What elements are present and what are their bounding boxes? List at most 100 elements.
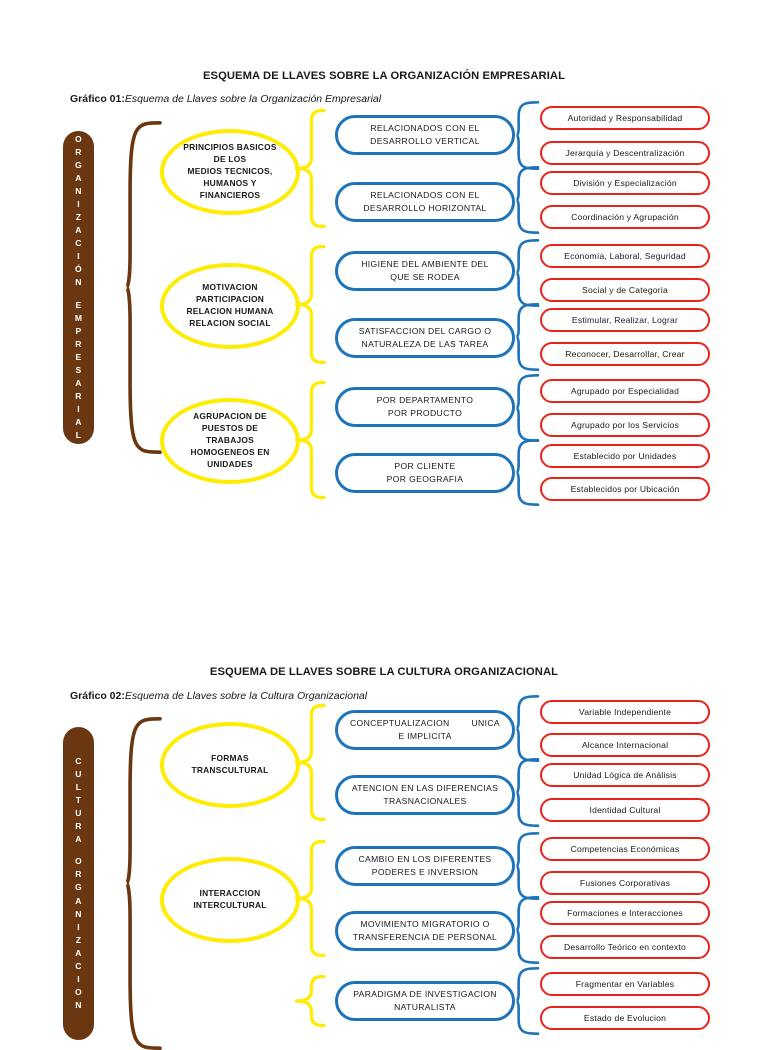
level3-node: Formaciones e Interacciones bbox=[540, 901, 710, 925]
level1-connector-bracket bbox=[294, 381, 326, 499]
level2-label-line1: CONCEPTUALIZACION UNICA bbox=[338, 717, 512, 730]
level2-label: CONCEPTUALIZACION UNICA E IMPLICITA bbox=[338, 717, 512, 743]
level2-label-line2: QUE SE RODEA bbox=[390, 272, 460, 282]
level3-label: División y Especialización bbox=[573, 177, 677, 188]
level2-connector-brace bbox=[515, 695, 540, 762]
root-node-letter: U bbox=[75, 768, 82, 779]
level2-label-line1: RELACIONADOS CON EL bbox=[370, 123, 480, 134]
level2-label-line1: RELACIONADOS CON EL bbox=[370, 190, 480, 201]
level2-label-line2: DESARROLLO HORIZONTAL bbox=[363, 203, 487, 213]
level3-label: Estimular, Realizar, Lograr bbox=[571, 314, 679, 325]
root-node-letter: I bbox=[77, 921, 80, 932]
root-node-letter: R bbox=[75, 869, 82, 880]
root-node-letter: P bbox=[75, 325, 82, 336]
root-node-letter: R bbox=[75, 146, 82, 157]
page-title: ESQUEMA DE LLAVES SOBRE LA ORGANIZACIÓN … bbox=[202, 70, 566, 82]
level3-label: Autoridad y Responsabilidad bbox=[567, 112, 683, 123]
level3-node: Competencias Económicas bbox=[540, 837, 710, 861]
level3-node: Establecido por Unidades bbox=[540, 444, 710, 468]
level3-label: Agrupado por los Servicios bbox=[571, 419, 679, 430]
level3-label: Formaciones e Interacciones bbox=[567, 907, 683, 918]
level2-connector-brace bbox=[515, 239, 540, 307]
level3-node: Coordinación y Agrupación bbox=[540, 205, 710, 229]
root-node-letter: L bbox=[75, 430, 82, 441]
level3-node: Social y de Categoria bbox=[540, 278, 710, 302]
level3-node: Autoridad y Responsabilidad bbox=[540, 106, 710, 130]
level2-label: RELACIONADOS CON EL DESARROLLO HORIZONTAL bbox=[338, 189, 512, 215]
root-node-letter: U bbox=[75, 808, 82, 819]
figure-caption-label: Gráfico 01: bbox=[70, 93, 125, 105]
level2-connector-brace bbox=[515, 967, 540, 1035]
root-node-letter: Z bbox=[75, 212, 82, 223]
root-node-letter: E bbox=[75, 299, 82, 310]
level3-label: Agrupado por Especialidad bbox=[570, 385, 680, 396]
level2-label-line2: E IMPLICITA bbox=[398, 731, 452, 741]
level3-node: Reconocer, Desarrollar, Crear bbox=[540, 342, 710, 366]
root-node-letter: C bbox=[75, 755, 82, 766]
root-node-letter: A bbox=[75, 225, 82, 236]
level3-node: Unidad Lógica de Análisis bbox=[540, 763, 710, 787]
level3-label: Reconocer, Desarrollar, Crear bbox=[565, 348, 685, 359]
level2-connector-brace bbox=[515, 758, 540, 827]
level3-label: Economía, Laboral, Seguridad bbox=[564, 250, 686, 261]
root-node-letter: R bbox=[75, 821, 82, 832]
level3-label: Unidad Lógica de Análisis bbox=[573, 769, 677, 780]
level3-label: Competencias Económicas bbox=[570, 843, 680, 854]
root-node-letter: C bbox=[75, 960, 82, 971]
main-brace bbox=[124, 121, 162, 454]
level2-label-line1: POR CLIENTE bbox=[394, 461, 456, 472]
level2-label-line1: CAMBIO EN LOS DIFERENTES bbox=[358, 854, 492, 865]
level2-label-part: CONCEPTUALIZACION bbox=[350, 718, 450, 729]
level3-node: Estado de Evolucion bbox=[540, 1006, 710, 1030]
root-node-letter: N bbox=[75, 908, 82, 919]
root-node-letter: G bbox=[75, 882, 82, 893]
root-node-letter: O bbox=[75, 856, 82, 867]
level1-connector-bracket bbox=[294, 245, 326, 364]
root-node-letter: R bbox=[75, 338, 82, 349]
level2-label-line1: MOVIMIENTO MIGRATORIO O bbox=[360, 919, 490, 930]
root-node-letter: A bbox=[75, 172, 82, 183]
root-node-letter: A bbox=[75, 834, 82, 845]
level3-label: Variable Independiente bbox=[578, 706, 672, 717]
level1-connector-bracket bbox=[294, 975, 326, 1027]
level3-node: Economía, Laboral, Seguridad bbox=[540, 244, 710, 268]
level3-label: Social y de Categoria bbox=[582, 284, 668, 295]
level3-label: Establecidos por Ubicación bbox=[570, 483, 680, 494]
level2-connector-brace bbox=[515, 439, 540, 506]
level3-label: Jerarquía y Descentralización bbox=[565, 147, 685, 158]
level3-node: Estimular, Realizar, Lograr bbox=[540, 308, 710, 332]
level1-connector-bracket bbox=[294, 840, 326, 957]
level2-connector-brace bbox=[515, 303, 540, 371]
root-node-letter: Ó bbox=[75, 264, 82, 275]
figure-caption: Gráfico 02:Esquema de Llaves sobre la Cu… bbox=[70, 690, 367, 702]
level2-label-line1: ATENCION EN LAS DIFERENCIAS bbox=[351, 783, 499, 794]
root-node-letter: T bbox=[75, 795, 82, 806]
level3-node: Desarrollo Teórico en contexto bbox=[540, 935, 710, 959]
root-node-letter: A bbox=[75, 895, 82, 906]
root-node-letter: I bbox=[77, 404, 80, 415]
level2-label-line2: TRANSFERENCIA DE PERSONAL bbox=[352, 932, 498, 942]
level3-node: División y Especialización bbox=[540, 171, 710, 195]
root-node-letter: G bbox=[75, 159, 82, 170]
level2-label-line2: NATURALISTA bbox=[394, 1002, 456, 1012]
root-node-letter: I bbox=[77, 199, 80, 210]
level3-label: Fusiones Corporativas bbox=[579, 877, 671, 888]
level2-label-part: UNICA bbox=[471, 718, 500, 729]
document-page: ESQUEMA DE LLAVES SOBRE LA ORGANIZACIÓN … bbox=[63, 70, 710, 1050]
